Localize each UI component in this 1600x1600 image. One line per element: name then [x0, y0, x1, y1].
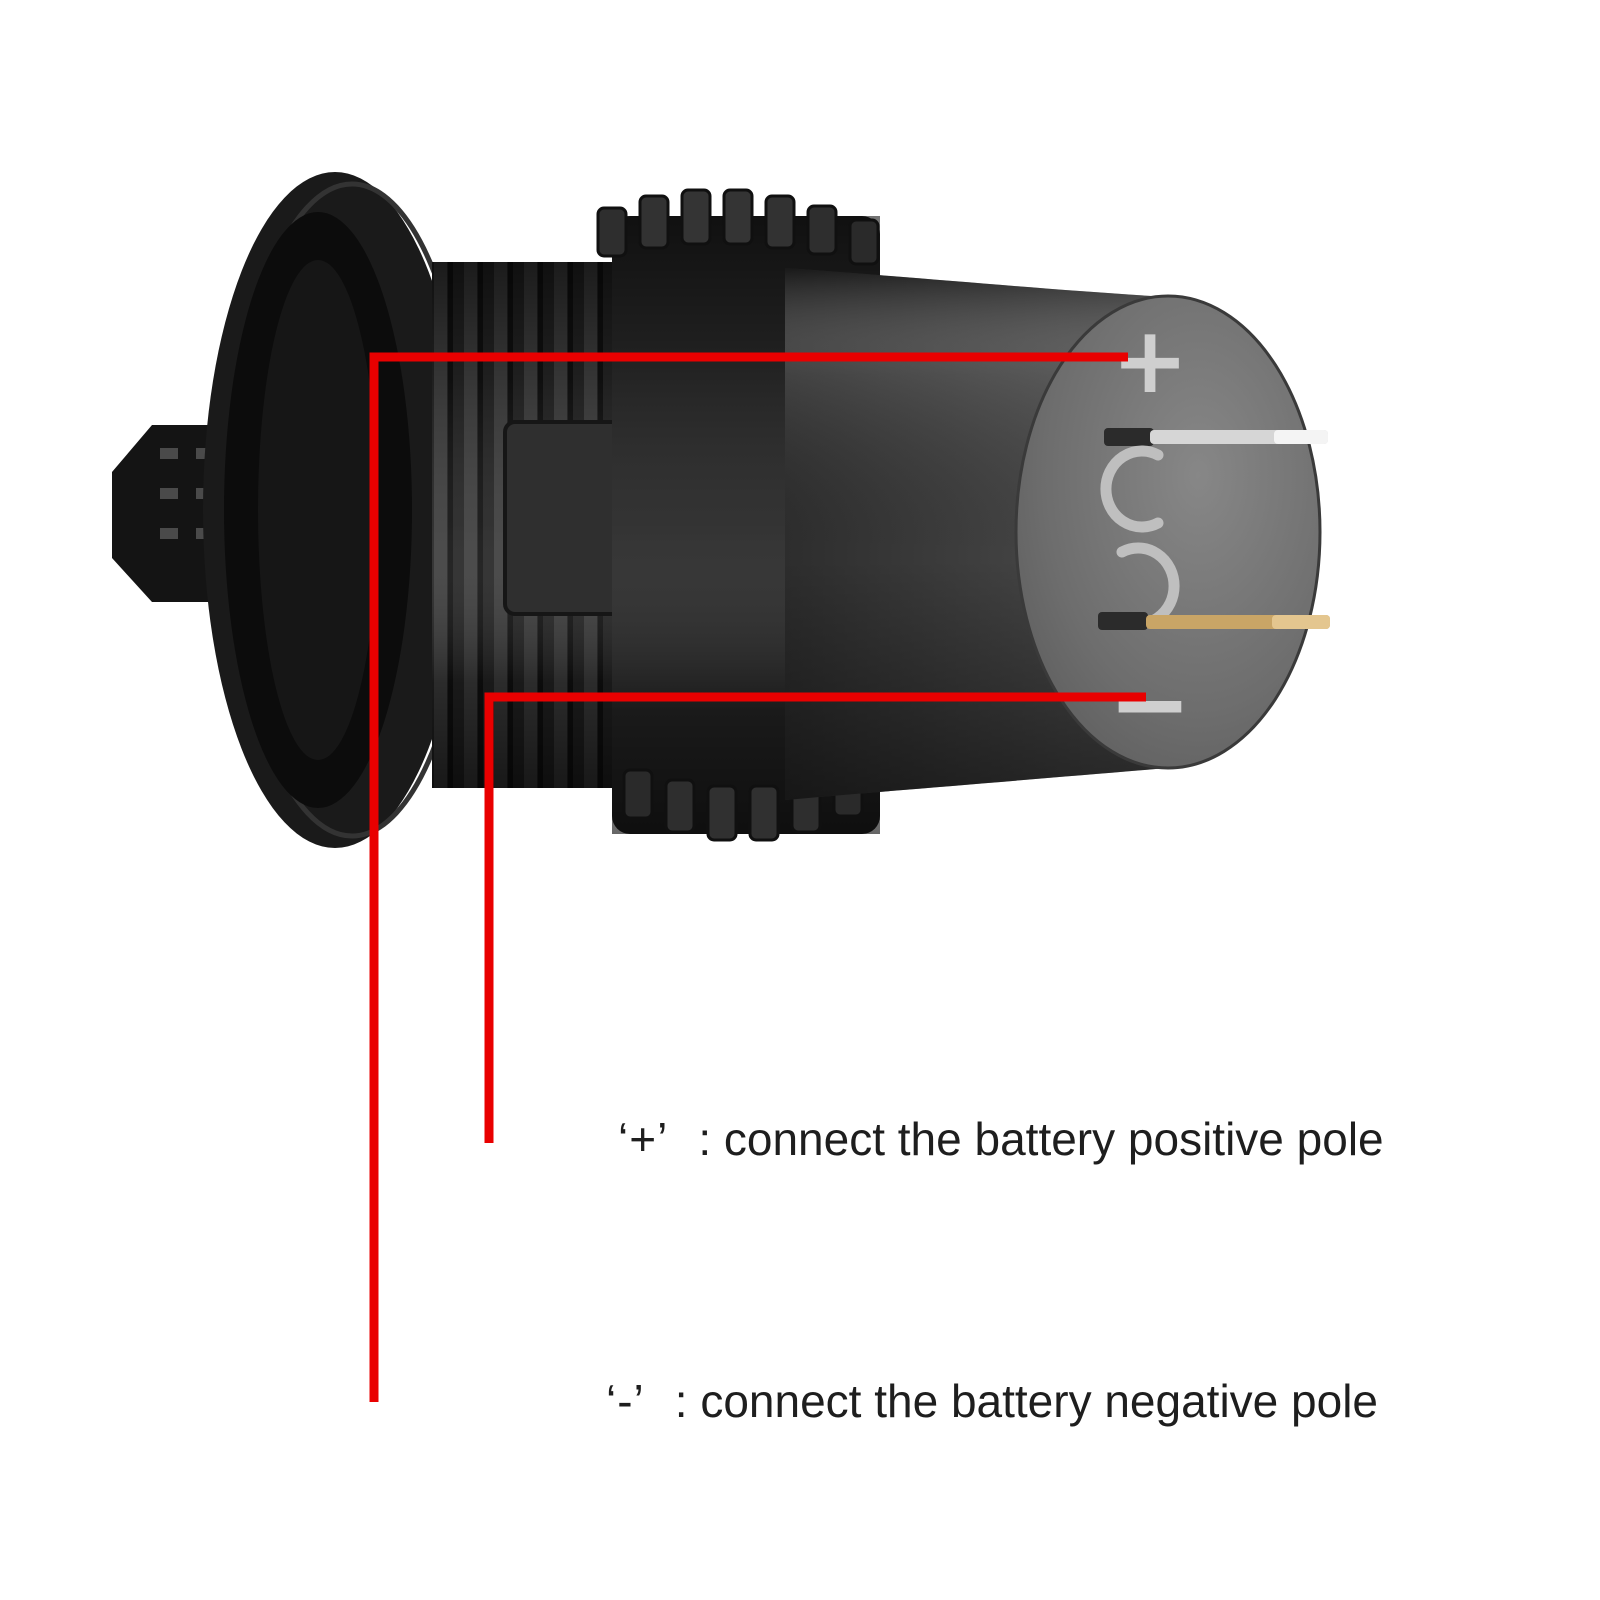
minus-marking: − — [1108, 645, 1192, 762]
face-engraving-arc-upper — [1100, 445, 1164, 533]
face-markings: + − — [1098, 307, 1330, 762]
annotation-negative-text: : connect the battery negative pole — [674, 1375, 1379, 1427]
annotation-line-positive-terminal — [369, 352, 1128, 1402]
annotation-negative-symbol: ‘-’ — [606, 1375, 645, 1427]
terminal-pin-negative — [1098, 612, 1330, 630]
body-cylinder — [785, 268, 1322, 800]
terminal-pin-positive — [1104, 428, 1328, 446]
device-face — [1014, 294, 1322, 770]
annotation-positive-symbol: ‘+’ — [618, 1113, 669, 1165]
annotation-negative: ‘-’ : connect the battery negative pole — [606, 1374, 1378, 1429]
annotation-line-negative-terminal — [484, 692, 1146, 1143]
annotation-positive: ‘+’ : connect the battery positive pole — [618, 1112, 1384, 1167]
annotation-positive-text: : connect the battery positive pole — [698, 1113, 1384, 1165]
flange — [203, 172, 475, 848]
